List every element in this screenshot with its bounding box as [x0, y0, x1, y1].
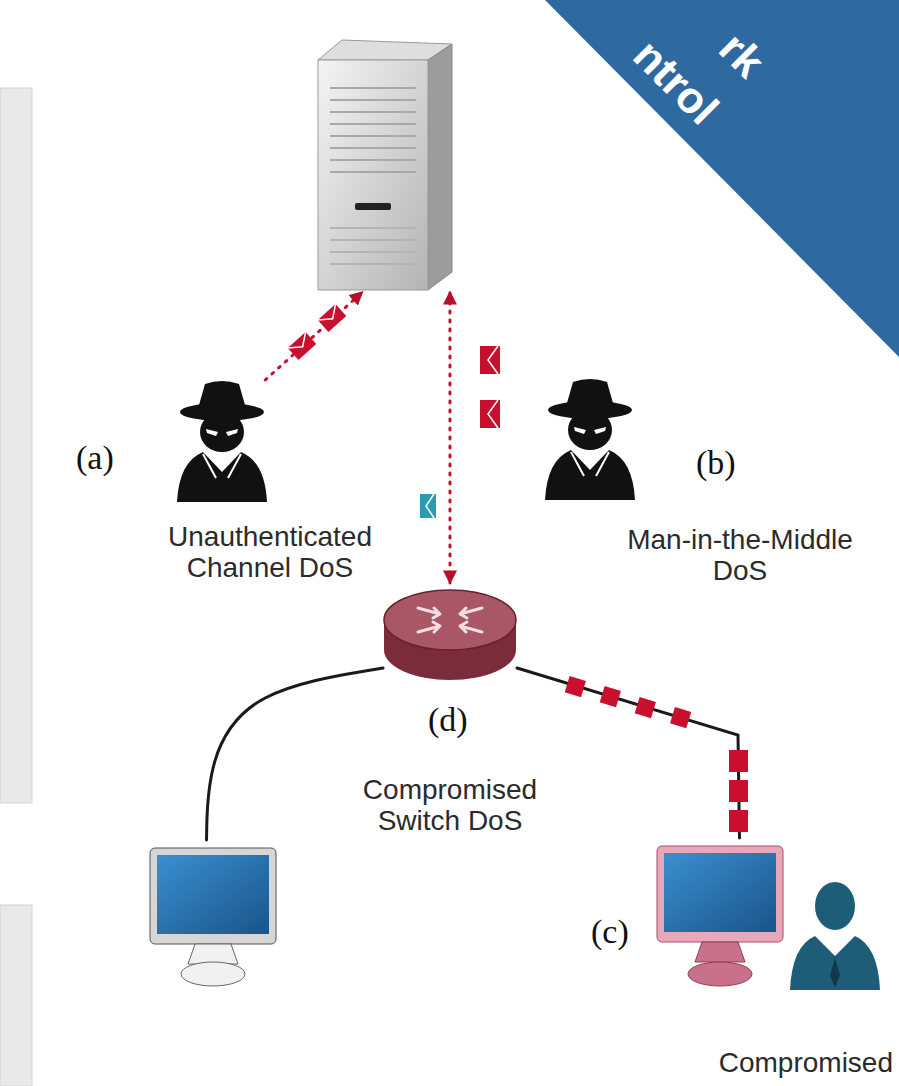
flood-packet	[600, 686, 621, 707]
callout-letter: (c)	[591, 912, 633, 951]
monitor-neck	[188, 944, 238, 964]
packet-body	[480, 346, 500, 374]
packet-marks	[288, 304, 748, 832]
host-node	[148, 840, 278, 990]
person-body	[790, 936, 880, 990]
packet-flap	[288, 332, 312, 355]
compromised-host-node: (c)Compromised	[655, 838, 785, 993]
red-packet	[288, 332, 317, 360]
server-icon	[318, 40, 452, 290]
packet-body	[420, 494, 436, 518]
packet-flap	[426, 494, 434, 518]
attack-arrow	[265, 292, 362, 380]
attacker-node: (a)Unauthenticated Channel DoS	[175, 380, 270, 502]
flood-packets	[565, 676, 748, 832]
network-link	[517, 668, 740, 838]
attacker-node: (b)Man-in-the-Middle DoS	[543, 378, 638, 500]
text-slot: Compromised Switch DoS	[335, 775, 565, 837]
monitor-base	[688, 962, 752, 986]
side-panel	[0, 905, 32, 1086]
server-side	[428, 44, 452, 290]
text-slot: (d)	[428, 700, 472, 739]
flood-packet	[729, 750, 748, 772]
label-slot: rk	[710, 23, 774, 87]
switch-icon	[384, 590, 516, 680]
flood-packet	[565, 676, 586, 697]
monitor-frame	[657, 846, 783, 942]
server-vents	[330, 88, 416, 172]
attack-caption: Compromised	[719, 1048, 893, 1079]
compromised-computer-icon	[657, 846, 783, 986]
monitor-base	[181, 962, 245, 986]
banner-text: ntrol	[624, 30, 727, 133]
server-node	[310, 30, 460, 292]
packet-body	[288, 332, 317, 360]
network-link	[207, 668, 384, 840]
text-slot: (b)	[696, 443, 740, 482]
attack-caption: Man-in-the-Middle DoS	[615, 525, 865, 587]
packet-flap	[488, 400, 498, 428]
switch-top	[384, 590, 516, 650]
text-slot: (a)	[76, 438, 118, 477]
callout-letter: (a)	[76, 438, 118, 477]
text-slot: Man-in-the-Middle DoS	[615, 525, 865, 587]
callout-letter: (d)	[428, 700, 472, 739]
person-tie	[830, 958, 840, 988]
insider-person-icon	[790, 882, 880, 990]
monitor-screen	[157, 855, 269, 934]
flood-packet	[670, 707, 691, 728]
attacker-icon	[177, 381, 267, 502]
attack-caption: Compromised Switch DoS	[335, 775, 565, 837]
label-slot: ntrol	[624, 30, 727, 133]
flood-packet	[729, 780, 748, 802]
text-slot: Compromised	[719, 1048, 893, 1079]
text-slot: (c)	[591, 912, 633, 951]
teal-packet	[420, 494, 436, 518]
packet-body	[480, 400, 500, 428]
callout-letter: (b)	[696, 443, 740, 482]
flood-packet	[729, 810, 748, 832]
packet-flap	[488, 346, 498, 374]
switch-arrows	[418, 608, 482, 632]
computer-icon	[150, 848, 276, 986]
attacker-icon	[545, 379, 635, 500]
control-channel-arrow	[448, 292, 451, 583]
red-packet	[480, 400, 500, 428]
attack-caption: Unauthenticated Channel DoS	[145, 522, 395, 584]
flood-packet	[635, 697, 656, 718]
side-panel	[0, 88, 32, 803]
monitor-neck	[695, 942, 745, 962]
person-head	[815, 882, 855, 930]
banner-text: rk	[710, 23, 774, 87]
server-slot	[355, 203, 391, 210]
packet-flap	[318, 304, 342, 327]
text-slot: Unauthenticated Channel DoS	[145, 522, 395, 584]
switch-node: (d)Compromised Switch DoS	[383, 583, 517, 683]
monitor-screen	[664, 853, 776, 932]
monitor-frame	[150, 848, 276, 944]
packet-body	[318, 304, 347, 332]
server-vents	[330, 228, 416, 264]
corner-banner	[545, 0, 899, 357]
red-packet	[318, 304, 347, 332]
server-front	[318, 60, 428, 290]
red-packet	[480, 346, 500, 374]
